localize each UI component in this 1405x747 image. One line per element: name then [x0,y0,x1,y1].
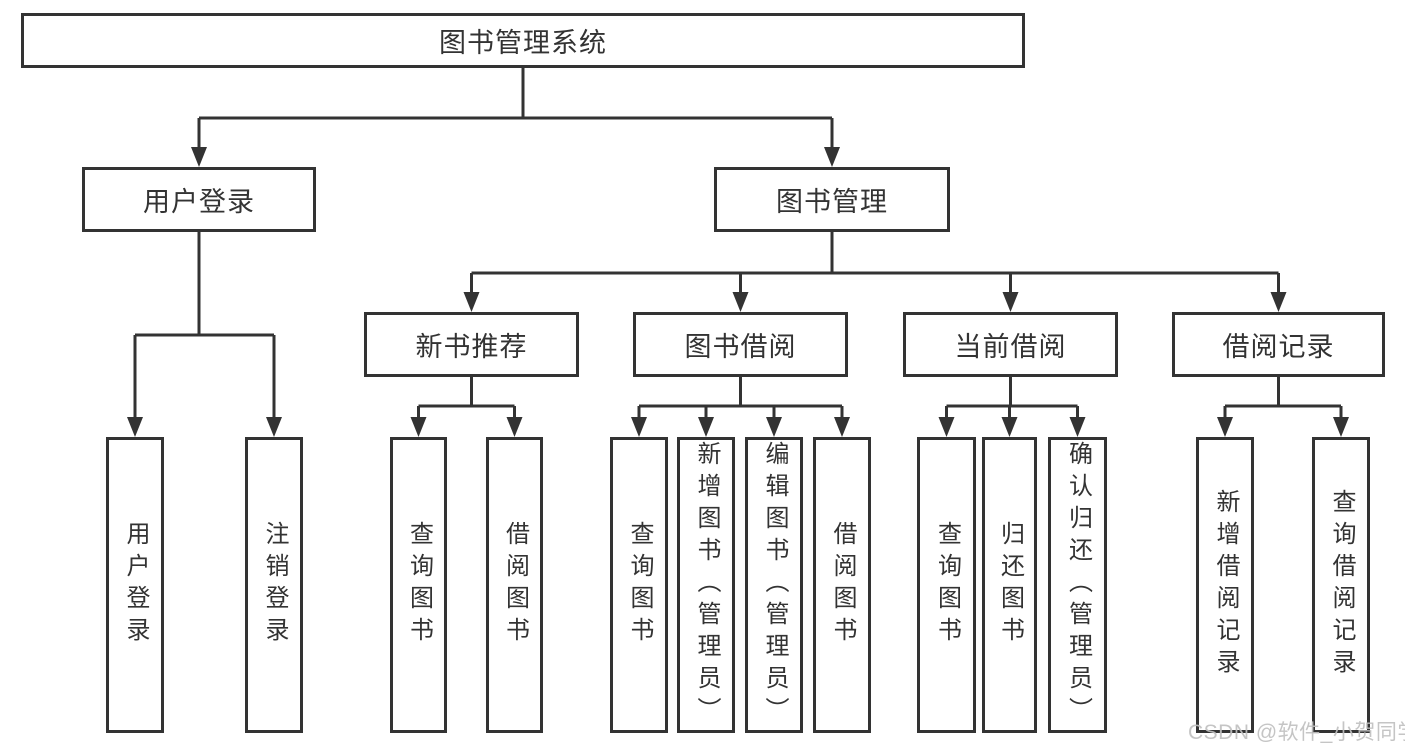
node-label: 图书借阅 [684,332,797,362]
leaf-query-borrow-record: 查询借阅记录 [1312,437,1370,733]
leaf-borrow-books: 借阅图书 [813,437,871,733]
node-label: 图书管理 [776,187,888,217]
leaf-confirm-return-admin: 确认归还（管理员） [1048,437,1107,733]
node-label: 图书管理系统 [439,28,607,58]
node-label: 注销登录 [261,521,288,649]
node-book-borrowing: 图书借阅 [633,312,848,377]
node-label: 查询图书 [933,521,961,649]
leaf-logout: 注销登录 [245,437,303,733]
leaf-borrow-books: 借阅图书 [486,437,543,733]
csdn-watermark: CSDN @软件_小贺同学 [1188,721,1405,744]
connector-lines [133,68,1343,423]
node-label: 新增借阅记录 [1212,489,1239,681]
node-label: 归还图书 [996,521,1024,649]
leaf-query-books: 查询图书 [610,437,668,733]
node-new-book-recommend: 新书推荐 [364,312,579,377]
arrowhead-icons [127,147,1349,437]
leaf-edit-book-admin: 编辑图书（管理员） [745,437,803,733]
node-borrowing-records: 借阅记录 [1172,312,1385,377]
node-label: 确认归还（管理员） [1064,441,1092,729]
node-label: 当前借阅 [954,332,1067,362]
node-book-management: 图书管理 [714,167,950,232]
node-current-borrowing: 当前借阅 [903,312,1118,377]
leaf-query-books: 查询图书 [390,437,447,733]
node-label: 查询图书 [626,521,653,649]
leaf-query-books: 查询图书 [917,437,976,733]
node-label: 借阅记录 [1222,332,1335,362]
leaf-add-borrow-record: 新增借阅记录 [1196,437,1254,733]
node-label: 借阅图书 [829,521,856,649]
node-user-login: 用户登录 [82,167,316,232]
node-label: 编辑图书（管理员） [761,441,788,729]
node-label: 用户登录 [143,187,255,217]
node-system-root: 图书管理系统 [21,13,1025,68]
node-label: 查询图书 [405,521,433,649]
node-label: 新增图书（管理员） [693,441,720,729]
leaf-add-book-admin: 新增图书（管理员） [677,437,735,733]
leaf-return-books: 归还图书 [982,437,1037,733]
leaf-user-login: 用户登录 [106,437,164,733]
node-label: 用户登录 [122,521,149,649]
node-label: 新书推荐 [415,332,528,362]
node-label: 查询借阅记录 [1328,489,1355,681]
node-label: 借阅图书 [501,521,529,649]
